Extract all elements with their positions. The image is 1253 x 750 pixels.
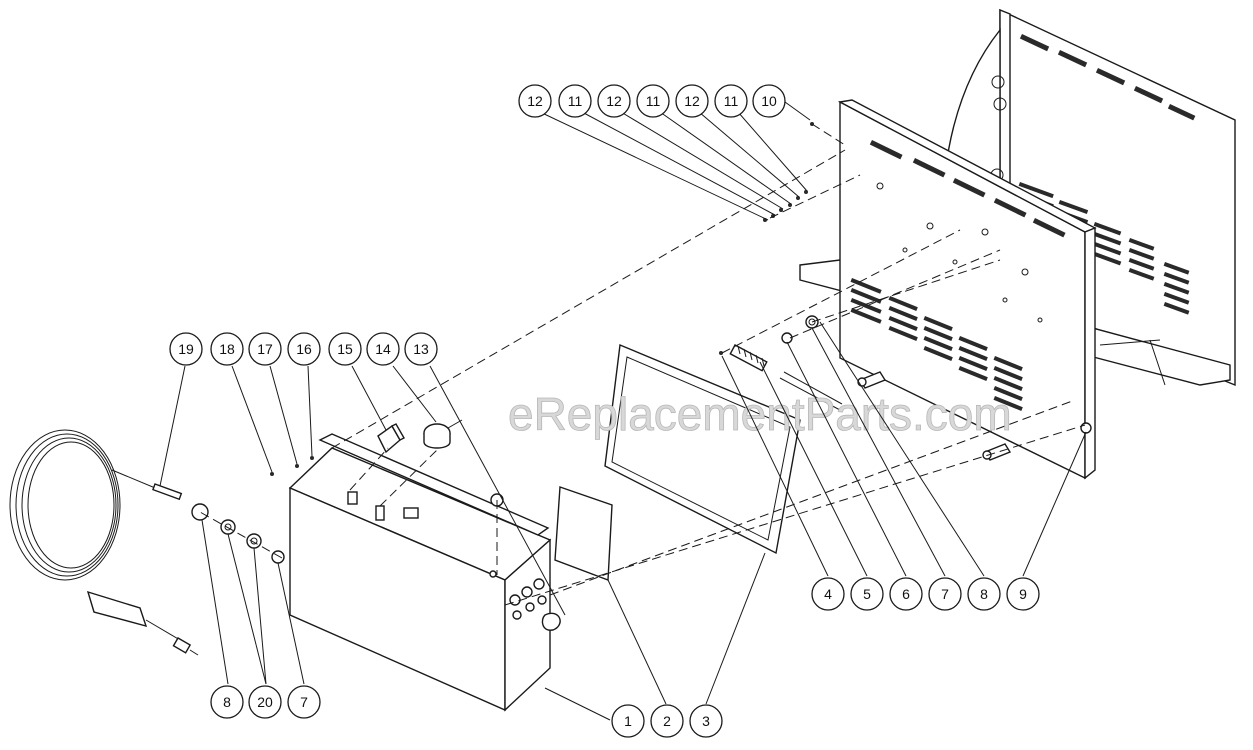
svg-text:19: 19 [178, 341, 194, 357]
callout-9: 9 [1006, 577, 1040, 611]
leader-lines [159, 101, 1087, 721]
housing-knockouts [509, 578, 547, 620]
control-box-housing [288, 433, 561, 712]
callout-20: 20 [248, 685, 282, 719]
callout-19: 19 [169, 332, 203, 366]
callout-12: 12 [597, 84, 631, 118]
main-mounting-panel [837, 99, 1097, 480]
svg-text:7: 7 [300, 694, 308, 710]
cover-plate [554, 486, 613, 581]
power-cord-assembly [9, 429, 314, 656]
callout-17: 17 [248, 332, 282, 366]
callout-bubbles: 12 11 12 11 12 11 10 19 18 17 16 15 14 1… [169, 84, 1040, 738]
svg-text:9: 9 [1019, 586, 1027, 602]
callout-15: 15 [328, 332, 362, 366]
callout-2: 2 [650, 704, 684, 738]
callout-11: 11 [714, 84, 748, 118]
svg-text:14: 14 [375, 341, 391, 357]
svg-text:11: 11 [724, 93, 739, 109]
svg-text:10: 10 [761, 93, 777, 109]
svg-text:8: 8 [223, 694, 231, 710]
switch-thermostat-parts [377, 419, 504, 507]
svg-text:7: 7 [941, 586, 949, 602]
callout-1: 1 [611, 704, 645, 738]
svg-text:16: 16 [296, 341, 312, 357]
callout-11: 11 [558, 84, 592, 118]
callout-14: 14 [366, 332, 400, 366]
callout-12: 12 [675, 84, 709, 118]
panel-standoffs [876, 182, 1043, 323]
svg-text:5: 5 [863, 586, 871, 602]
panel-vent-grid [850, 278, 1023, 411]
callout-11: 11 [636, 84, 670, 118]
frame-vent-slots-top [1019, 33, 1196, 121]
callout-16: 16 [287, 332, 321, 366]
svg-text:11: 11 [646, 93, 661, 109]
svg-text:13: 13 [413, 341, 429, 357]
svg-text:11: 11 [568, 93, 583, 109]
door-frame [604, 343, 801, 555]
terminal-hardware [719, 315, 1092, 434]
svg-text:18: 18 [219, 341, 235, 357]
callout-13: 13 [404, 332, 438, 366]
svg-text:1: 1 [624, 713, 632, 729]
callout-4: 4 [811, 577, 845, 611]
svg-text:12: 12 [606, 93, 622, 109]
svg-text:17: 17 [257, 341, 273, 357]
svg-text:20: 20 [257, 694, 273, 710]
callout-18: 18 [210, 332, 244, 366]
watermark-text: eReplacementParts.com [508, 388, 1012, 440]
callout-12: 12 [518, 84, 552, 118]
callout-7: 7 [287, 685, 321, 719]
svg-text:6: 6 [902, 586, 910, 602]
svg-text:4: 4 [824, 586, 832, 602]
svg-text:3: 3 [702, 713, 710, 729]
callout-6: 6 [889, 577, 923, 611]
svg-text:8: 8 [980, 586, 988, 602]
callout-7: 7 [928, 577, 962, 611]
callout-10: 10 [752, 84, 786, 118]
svg-text:12: 12 [527, 93, 543, 109]
callout-3: 3 [689, 704, 723, 738]
svg-text:15: 15 [337, 341, 353, 357]
panel-vent-slots-top [869, 140, 1066, 238]
callout-8: 8 [967, 577, 1001, 611]
svg-text:12: 12 [684, 93, 700, 109]
callout-8: 8 [210, 685, 244, 719]
callout-5: 5 [850, 577, 884, 611]
svg-text:2: 2 [663, 713, 671, 729]
